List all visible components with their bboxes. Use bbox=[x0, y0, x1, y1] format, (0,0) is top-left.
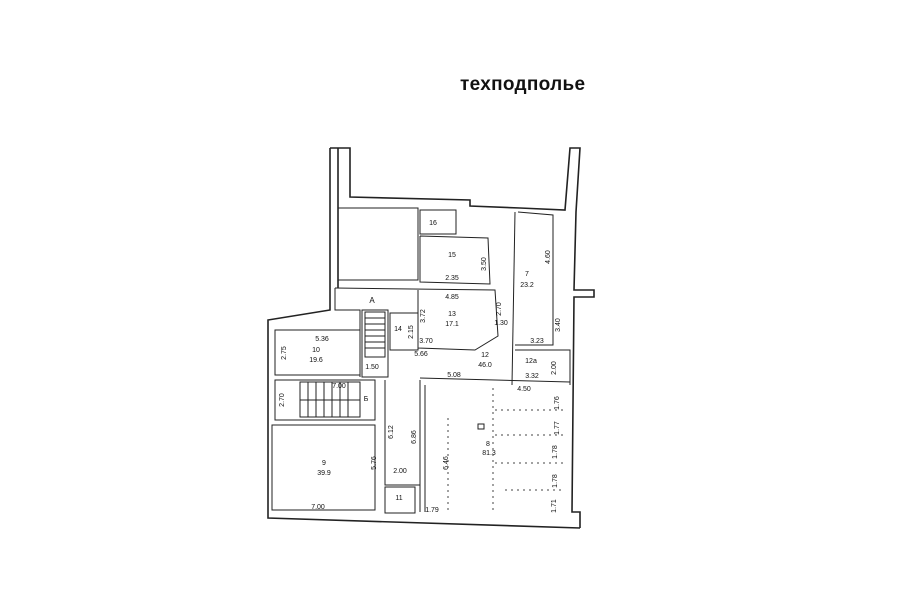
dimension: 2.75 bbox=[281, 346, 288, 360]
dimension: 1.79 bbox=[425, 507, 439, 514]
dimension: 2.70 bbox=[279, 393, 286, 407]
stairs bbox=[299, 311, 386, 418]
dimension: 2.00 bbox=[551, 361, 558, 375]
dimension: 5.36 bbox=[315, 336, 329, 343]
dimension: 4.50 bbox=[517, 386, 531, 393]
dimension: 1.77 bbox=[554, 421, 561, 435]
dimension-labels: 3.50 2.35 4.60 4.85 2.70 3.72 1.30 2.15 … bbox=[279, 250, 562, 514]
room-11: 11 bbox=[395, 495, 402, 502]
floor-plan-title: техподполье bbox=[460, 74, 586, 95]
dimension: 7.00 bbox=[332, 383, 346, 390]
room-B: Б bbox=[364, 396, 369, 403]
dimension: 6.12 bbox=[388, 425, 395, 439]
room-13-area: 17.1 bbox=[445, 321, 459, 328]
room-10-area: 19.6 bbox=[309, 357, 323, 364]
dimension: 4.60 bbox=[545, 250, 552, 264]
dimension: 2.00 bbox=[393, 468, 407, 475]
room-13: 13 bbox=[448, 311, 456, 318]
room-8: 8 bbox=[486, 441, 490, 448]
room-10: 10 bbox=[312, 347, 320, 354]
room-8-area: 81.3 bbox=[482, 450, 496, 457]
dimension: 1.78 bbox=[552, 474, 559, 488]
room-15: 15 bbox=[448, 252, 456, 259]
room-12: 12 bbox=[481, 352, 489, 359]
dimension: 6.46 bbox=[443, 456, 450, 470]
dimension: 1.78 bbox=[552, 445, 559, 459]
dimension: 1.30 bbox=[494, 320, 508, 327]
dimension: 6.86 bbox=[411, 430, 418, 444]
room-7-area: 23.2 bbox=[520, 282, 534, 289]
dimension: 3.23 bbox=[530, 338, 544, 345]
dimension: 7.00 bbox=[311, 504, 325, 511]
dimension: 4.85 bbox=[445, 294, 459, 301]
dimension: 2.15 bbox=[408, 325, 415, 339]
interior-walls bbox=[271, 207, 571, 514]
dimension: 5.76 bbox=[371, 456, 378, 470]
dimension: 1.50 bbox=[365, 364, 379, 371]
dimension: 2.70 bbox=[496, 302, 503, 316]
room-9: 9 bbox=[322, 460, 326, 467]
dimension: 5.08 bbox=[447, 372, 461, 379]
dimension: 1.71 bbox=[551, 499, 558, 513]
room-12-area: 46.0 bbox=[478, 362, 492, 369]
dimension: 3.50 bbox=[481, 257, 488, 271]
dimension: 5.66 bbox=[414, 351, 428, 358]
room-labels: 16 15 7 23.2 А 13 17.1 14 10 19.6 12 46.… bbox=[309, 220, 537, 502]
dimension: 3.32 bbox=[525, 373, 539, 380]
room-9-area: 39.9 bbox=[317, 470, 331, 477]
room-14: 14 bbox=[394, 326, 402, 333]
dimension: 3.40 bbox=[555, 318, 562, 332]
room-A: А bbox=[369, 296, 375, 305]
dimension: 3.72 bbox=[420, 309, 427, 323]
room-7: 7 bbox=[525, 271, 529, 278]
dimension: 1.76 bbox=[554, 396, 561, 410]
parking-lines bbox=[447, 388, 565, 510]
dimension: 3.70 bbox=[419, 338, 433, 345]
room-16: 16 bbox=[429, 220, 437, 227]
room-12a: 12а bbox=[525, 358, 537, 365]
dimension: 2.35 bbox=[445, 275, 459, 282]
